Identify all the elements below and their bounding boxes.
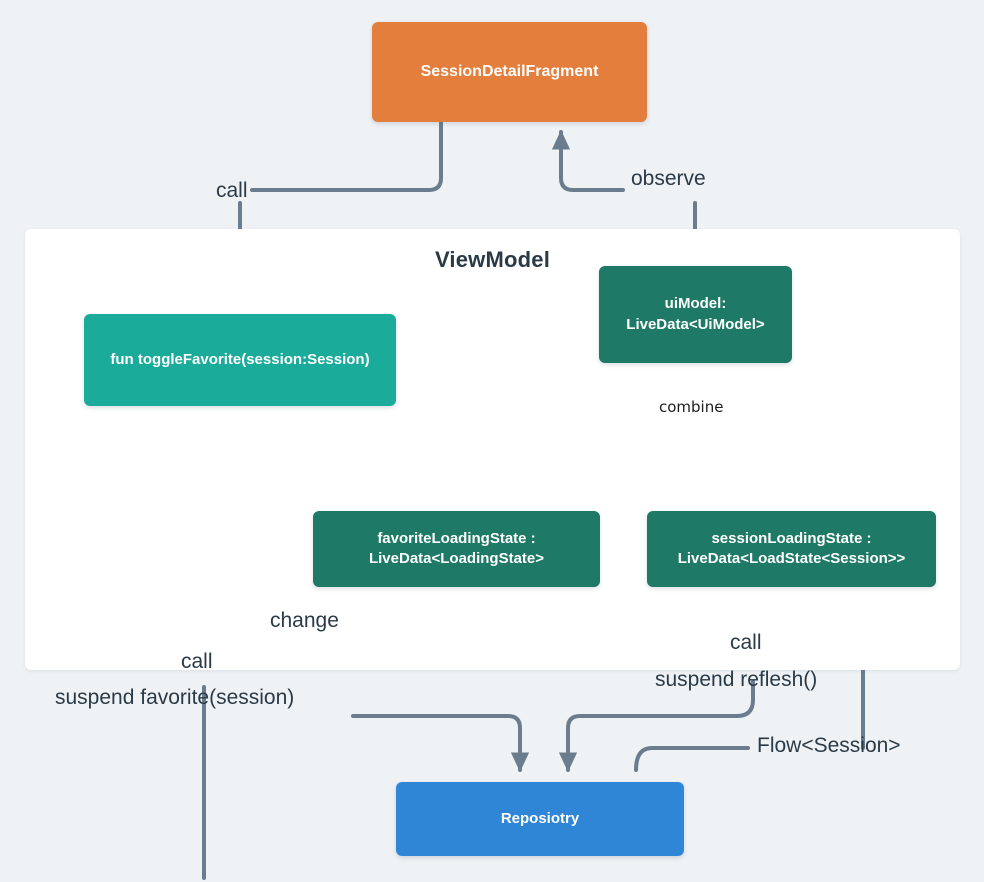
node-ui-model-label: uiModel: LiveData<UiModel> bbox=[626, 294, 764, 335]
node-toggle-favorite[interactable]: fun toggleFavorite(session:Session) bbox=[84, 314, 396, 406]
node-repository[interactable]: Reposiotry bbox=[396, 782, 684, 856]
node-toggle-favorite-label: fun toggleFavorite(session:Session) bbox=[110, 350, 370, 368]
edge-label-suspend-reflesh: suspend reflesh() bbox=[655, 668, 818, 691]
node-favorite-loading-state[interactable]: favoriteLoadingState : LiveData<LoadingS… bbox=[313, 511, 600, 587]
node-session-loading-state[interactable]: sessionLoadingState : LiveData<LoadState… bbox=[647, 511, 936, 587]
node-session-loading-state-label-line1: sessionLoadingState : bbox=[711, 529, 872, 547]
edge-label-suspend-favorite: suspend favorite(session) bbox=[55, 686, 295, 709]
node-favorite-loading-state-label: favoriteLoadingState : LiveData<LoadingS… bbox=[369, 529, 544, 570]
node-ui-model[interactable]: uiModel: LiveData<UiModel> bbox=[599, 266, 792, 363]
node-session-loading-state-label-line2: LiveData<LoadState<Session>> bbox=[677, 550, 906, 567]
viewmodel-panel-title: ViewModel bbox=[434, 247, 551, 272]
edge-label-call-top: call bbox=[216, 179, 248, 202]
node-session-loading-state-label: sessionLoadingState : LiveData<LoadState… bbox=[678, 529, 906, 570]
node-favorite-loading-state-label-line2: LiveData<LoadingState> bbox=[368, 550, 545, 567]
node-ui-model-label-line1: uiModel: bbox=[664, 295, 727, 313]
edge-label-combine: combine bbox=[659, 398, 724, 416]
edge-label-flow-session: Flow<Session> bbox=[757, 734, 901, 757]
viewmodel-panel: ViewModel bbox=[25, 229, 960, 670]
node-repository-label: Reposiotry bbox=[500, 809, 580, 827]
edge-label-call-right: call bbox=[730, 631, 762, 654]
node-session-detail-fragment[interactable]: SessionDetailFragment bbox=[372, 22, 647, 122]
edge-observe bbox=[551, 129, 625, 192]
node-ui-model-label-line2: LiveData<UiModel> bbox=[626, 315, 765, 333]
node-favorite-loading-state-label-line1: favoriteLoadingState : bbox=[377, 529, 536, 547]
edge-flow-session-lead bbox=[634, 746, 750, 772]
edge-suspend-favorite bbox=[351, 714, 530, 773]
edge-suspend-reflesh bbox=[558, 698, 755, 773]
node-session-detail-fragment-label: SessionDetailFragment bbox=[420, 63, 599, 81]
edge-label-observe: observe bbox=[631, 167, 706, 190]
edge-call-top bbox=[250, 121, 443, 192]
edge-label-change: change bbox=[270, 609, 339, 632]
edge-label-call-left: call bbox=[181, 650, 213, 673]
